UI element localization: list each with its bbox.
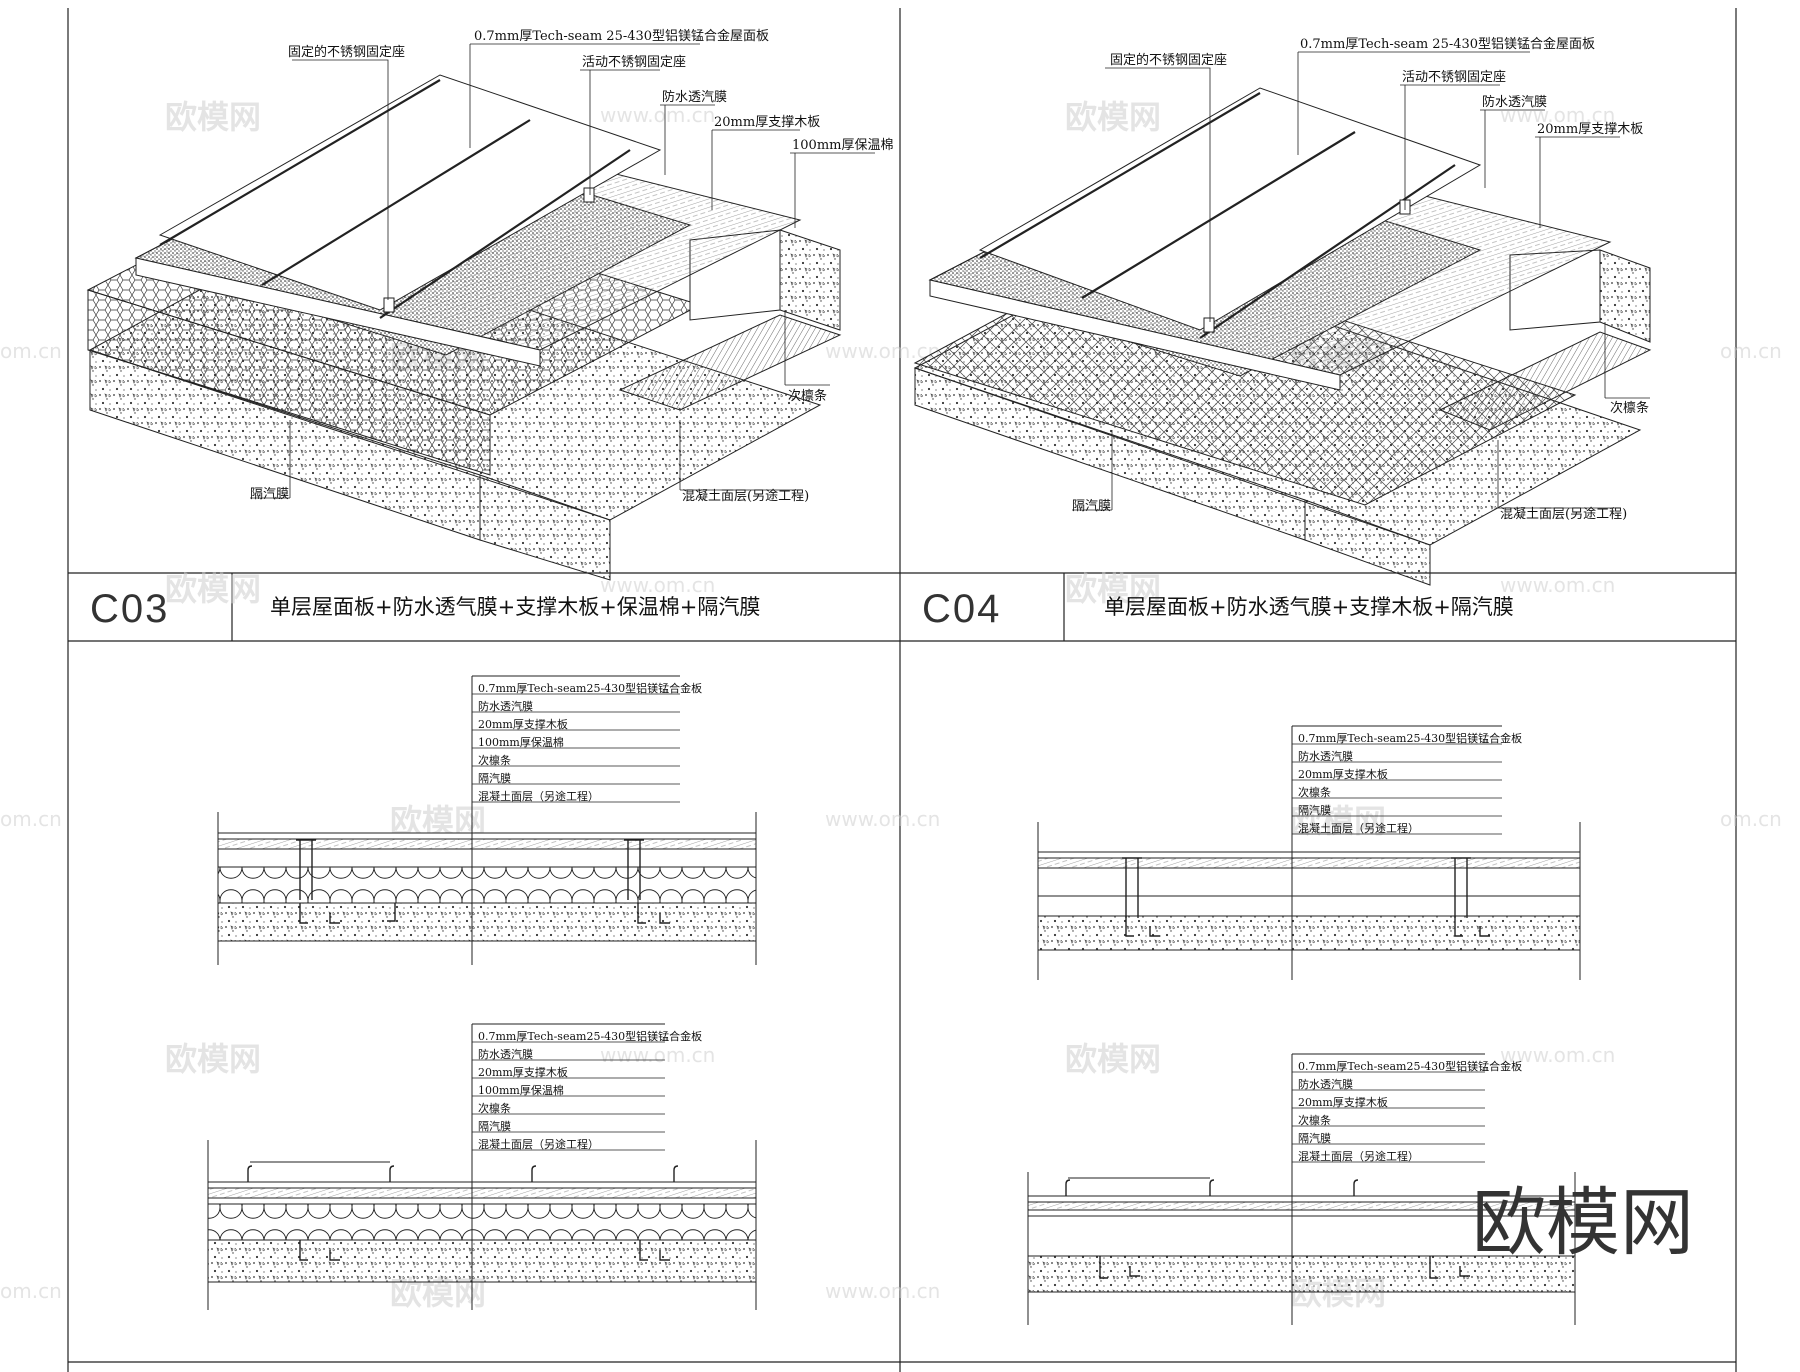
c03-label-seat-fixed: 固定的不锈钢固定座 [288,44,405,60]
watermark-url: www.om.cn [1500,103,1615,127]
c03-label-purlin: 次檩条 [788,388,827,404]
watermark-brand: 欧模网 [1065,570,1161,608]
c03-isometric [86,74,842,581]
c03-sb-row-2: 防水透汽膜 [478,1047,533,1061]
c03-sb-row-4: 100mm厚保温棉 [478,1083,564,1097]
c04-sa-row-5: 隔汽膜 [1298,803,1331,817]
watermark-url: www.om.cn [825,1279,940,1303]
watermark-url: www.om.cn [1500,1043,1615,1067]
c03-sb-row-5: 次檩条 [478,1101,511,1115]
c04-label-seat-sliding: 活动不锈钢固定座 [1402,70,1506,85]
watermark-url: www.om.cn [600,103,715,127]
c04-iso-leaders [1072,51,1650,511]
c03-label-membrane: 防水透汽膜 [662,89,727,105]
c04-sa-row-2: 防水透汽膜 [1298,749,1353,763]
c03-sb-row-1: 0.7mm厚Tech-seam25-430型铝镁锰合金板 [478,1029,702,1043]
watermark-brand: 欧模网 [165,1040,261,1078]
c04-sa-row-1: 0.7mm厚Tech-seam25-430型铝镁锰合金板 [1298,731,1522,745]
c03-sa-row-2: 防水透汽膜 [478,699,533,713]
watermark-url: www.om.cn [825,807,940,831]
c03-sb-row-3: 20mm厚支撑木板 [478,1065,568,1079]
c03-code: C03 [90,587,169,631]
c03-section-a [217,675,757,965]
c04-sa-row-6: 混凝土面层（另途工程） [1298,821,1419,835]
c04-sb-row-4: 次檩条 [1298,1113,1331,1127]
sheet-frame [67,8,1737,1372]
c03-sa-row-6: 隔汽膜 [478,771,511,785]
c04-section-a [1037,725,1581,980]
watermark-url: www.om.cn [1500,573,1615,597]
watermark-url: om.cn [0,339,62,363]
watermark-url: om.cn [1720,807,1782,831]
c03-section-b-label-rows [472,1041,665,1151]
watermark-brand: 欧模网 [165,570,261,608]
c03-label-seat-sliding: 活动不锈钢固定座 [582,55,686,70]
watermark-url: om.cn [0,1279,62,1303]
c03-label-board: 20mm厚支撑木板 [714,115,820,130]
c03-sa-row-5: 次檩条 [478,753,511,767]
c03-sa-row-3: 20mm厚支撑木板 [478,717,568,731]
c04-label-vapor: 隔汽膜 [1072,499,1111,514]
c03-iso-leaders [250,43,875,499]
c03-sa-row-1: 0.7mm厚Tech-seam25-430型铝镁锰合金板 [478,681,702,695]
c04-section-a-label-rows [1292,743,1502,835]
c04-sb-row-6: 混凝土面层（另途工程） [1298,1149,1419,1163]
c04-code: C04 [922,587,1001,631]
c04-label-membrane: 防水透汽膜 [1482,94,1547,110]
c04-sb-row-2: 防水透汽膜 [1298,1077,1353,1091]
c04-section-b [1027,1053,1576,1325]
c04-sa-row-4: 次檩条 [1298,785,1331,799]
c04-sb-row-3: 20mm厚支撑木板 [1298,1095,1388,1109]
c03-sa-row-7: 混凝土面层（另途工程） [478,789,599,803]
c04-label-purlin: 次檩条 [1610,400,1649,416]
watermark-url: www.om.cn [825,339,940,363]
c03-sa-row-4: 100mm厚保温棉 [478,735,564,749]
watermark-url: om.cn [1720,339,1782,363]
c04-label-panel: 0.7mm厚Tech-seam 25-430型铝镁锰合金屋面板 [1300,36,1595,52]
c03-sb-row-7: 混凝土面层（另途工程） [478,1137,599,1151]
c03-label-insulation: 100mm厚保温棉 [792,138,893,153]
c04-section-b-label-rows [1292,1071,1485,1163]
watermark-brand: 欧模网 [165,98,261,136]
watermark-url: om.cn [0,807,62,831]
c03-label-panel: 0.7mm厚Tech-seam 25-430型铝镁锰合金屋面板 [474,28,769,44]
c03-section-a-label-rows [472,693,680,803]
c03-sb-row-6: 隔汽膜 [478,1119,511,1133]
watermark-brand: 欧模网 [1065,1040,1161,1078]
watermark-url: www.om.cn [600,573,715,597]
watermark-logo: 欧模网 [1472,1180,1694,1266]
c04-sb-row-5: 隔汽膜 [1298,1131,1331,1145]
c04-title: 单层屋面板+防水透气膜+支撑木板+隔汽膜 [1104,595,1514,619]
watermark-url: www.om.cn [600,1043,715,1067]
c04-sa-row-3: 20mm厚支撑木板 [1298,767,1388,781]
c04-sb-row-1: 0.7mm厚Tech-seam25-430型铝镁锰合金板 [1298,1059,1522,1073]
c03-section-b [207,1023,757,1310]
c04-isometric [913,87,1652,586]
c04-label-concrete: 混凝土面层(另途工程) [1500,506,1627,522]
watermark-brand: 欧模网 [1065,98,1161,136]
c03-label-vapor: 隔汽膜 [250,487,289,502]
c03-title: 单层屋面板+防水透气膜+支撑木板+保温棉+隔汽膜 [270,595,760,619]
c03-label-concrete: 混凝土面层(另途工程) [682,488,809,504]
c04-label-board: 20mm厚支撑木板 [1537,122,1643,137]
c04-label-seat-fixed: 固定的不锈钢固定座 [1110,52,1227,68]
